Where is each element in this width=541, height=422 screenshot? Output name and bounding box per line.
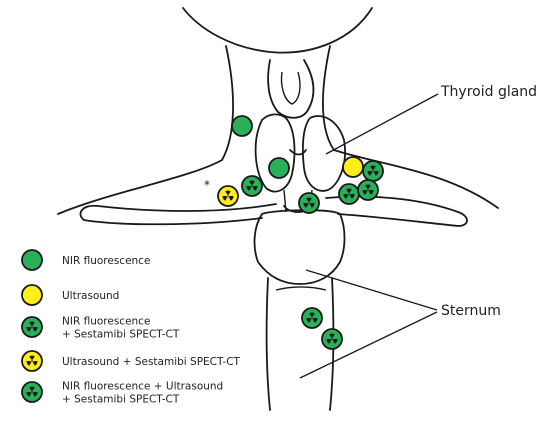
marker-green-rad xyxy=(299,193,319,213)
jaw-outline xyxy=(183,8,372,53)
legend-symbol-green xyxy=(22,250,42,270)
trefoil-center xyxy=(331,338,333,340)
larynx-outline xyxy=(268,60,314,118)
legend-label: NIR fluorescence + Ultrasound xyxy=(62,381,223,393)
marker-green-rad xyxy=(322,329,342,349)
marker-green xyxy=(269,158,289,178)
marker-green-rad xyxy=(363,161,383,181)
asterisk-note: * xyxy=(204,178,210,192)
trefoil-center xyxy=(367,189,369,191)
legend-label: NIR fluorescence xyxy=(62,255,150,267)
legend-label: + Sestamibi SPECT-CT xyxy=(62,394,180,406)
thyroid-gland-label: Thyroid gland xyxy=(440,84,537,100)
trefoil-center xyxy=(251,185,253,187)
trefoil-center xyxy=(31,360,33,362)
yellow-circle xyxy=(22,285,42,305)
thyroid-left-lobe xyxy=(256,114,295,191)
legend-label: NIR fluorescence xyxy=(62,316,150,328)
thyroid-leader xyxy=(326,94,438,154)
marker-green-rad xyxy=(339,184,359,204)
marker-green-rad xyxy=(302,308,322,328)
legend-symbol-yellow-rad xyxy=(22,351,42,371)
anatomy-outline xyxy=(58,8,498,410)
marker-green-rad xyxy=(242,176,262,196)
larynx-inner xyxy=(281,72,300,104)
marker-yellow xyxy=(343,157,363,177)
trefoil-center xyxy=(31,391,33,393)
legend-label: Ultrasound + Sestamibi SPECT-CT xyxy=(62,356,241,368)
legend-symbol-green-rad-all xyxy=(22,382,42,402)
clavicle-left xyxy=(80,204,276,224)
manubrium xyxy=(255,210,345,284)
legend-label: + Sestamibi SPECT-CT xyxy=(62,329,180,341)
legend-symbol-green-rad xyxy=(22,317,42,337)
marker-green xyxy=(232,116,252,136)
trefoil-center xyxy=(348,193,350,195)
legend-label: Ultrasound xyxy=(62,290,119,302)
yellow-circle xyxy=(343,157,363,177)
sternal-angle xyxy=(276,287,326,290)
leader-lines xyxy=(300,94,438,378)
legend-symbol-yellow xyxy=(22,285,42,305)
trefoil-center xyxy=(311,317,313,319)
marker-green-rad xyxy=(358,180,378,200)
green-circle xyxy=(269,158,289,178)
sternum-label: Sternum xyxy=(441,303,501,319)
trefoil-center xyxy=(372,170,374,172)
trefoil-center xyxy=(31,326,33,328)
green-circle xyxy=(232,116,252,136)
marker-yellow-rad xyxy=(218,186,238,206)
trefoil-center xyxy=(308,202,310,204)
green-circle xyxy=(22,250,42,270)
trefoil-center xyxy=(227,195,229,197)
gland-markers xyxy=(218,116,383,349)
